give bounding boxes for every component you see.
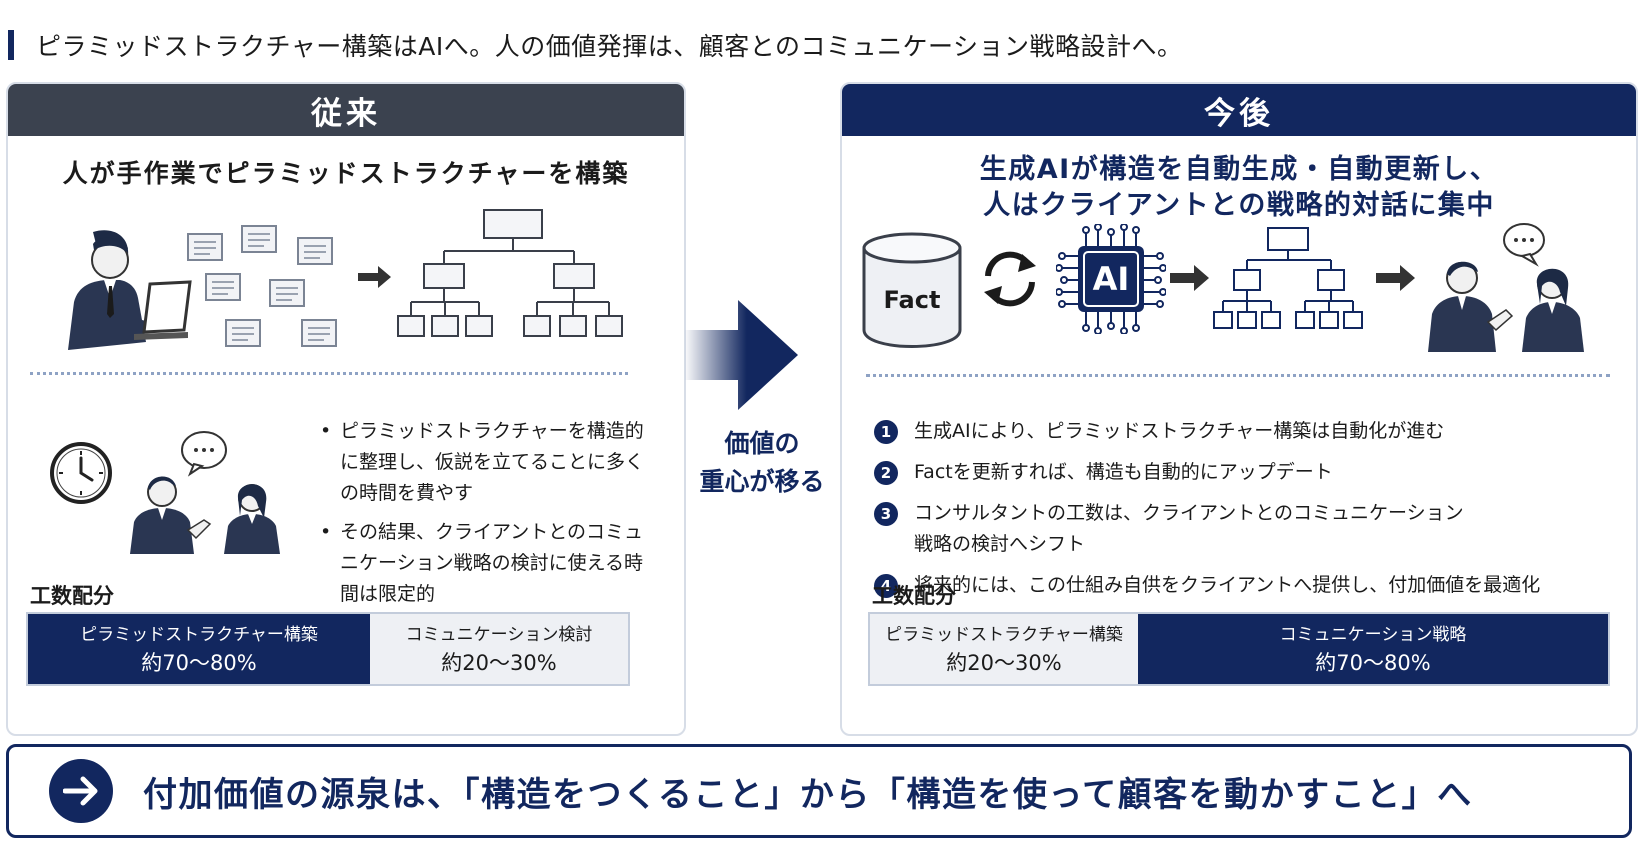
shift-label-line1: 価値の xyxy=(724,429,800,458)
point-number-badge: 4 xyxy=(874,574,898,598)
arrow-right-icon xyxy=(358,266,391,288)
traditional-alloc-communication: コミュニケーション検討 約20〜30% xyxy=(370,614,628,684)
traditional-bullet-list: ピラミッドストラクチャーを構造的に整理し、仮説を立てることに多くの時間を費やす … xyxy=(320,416,660,618)
arrow-right-icon xyxy=(1170,265,1209,291)
clock-icon xyxy=(50,442,112,504)
future-panel-title: 今後 xyxy=(842,84,1636,136)
traditional-bullet: その結果、クライアントとのコミュニケーション戦略の検討に使える時間は限定的 xyxy=(320,517,660,610)
future-panel: 今後 生成AIが構造を自動生成・自動更新し、 人はクライアントとの戦略的対話に集… xyxy=(840,82,1638,736)
future-subtitle-line1: 生成AIが構造を自動生成・自動更新し、 xyxy=(979,154,1499,185)
future-point: 3 コンサルタントの工数は、クライアントとのコミュニケーション戦略の検討へシフト xyxy=(874,498,1474,560)
traditional-alloc-bar: ピラミッドストラクチャー構築 約70〜80% コミュニケーション検討 約20〜3… xyxy=(26,612,630,686)
alloc-seg-label: コミュニケーション検討 xyxy=(405,625,593,645)
traditional-divider xyxy=(30,372,628,375)
alloc-seg-label: ピラミッドストラクチャー構築 xyxy=(80,625,318,645)
future-point: 4 将来的には、この仕組み自供をクライアントへ提供し、付加価値を最適化 xyxy=(874,570,1614,601)
point-number-badge: 3 xyxy=(874,502,898,526)
shift-arrow-icon xyxy=(684,300,798,410)
point-text: 将来的には、この仕組み自供をクライアントへ提供し、付加価値を最適化 xyxy=(914,574,1541,596)
database-icon: Fact xyxy=(860,230,964,350)
refresh-cycle-icon xyxy=(984,251,1036,307)
arrow-right-icon xyxy=(1376,265,1415,291)
alloc-seg-pct: 約20〜30% xyxy=(946,651,1062,675)
shift-label: 価値の 重心が移る xyxy=(684,425,840,501)
future-alloc-communication: コミュニケーション戦略 約70〜80% xyxy=(1138,614,1608,684)
conclusion-banner: 付加価値の源泉は、「構造をつくること」から「構造を使って顧客を動かすこと」へ xyxy=(6,744,1632,838)
shift-label-line2: 重心が移る xyxy=(699,467,825,496)
alloc-seg-pct: 約70〜80% xyxy=(141,651,257,675)
traditional-panel-title: 従来 xyxy=(8,84,684,136)
future-alloc-structure: ピラミッドストラクチャー構築 約20〜30% xyxy=(870,614,1138,684)
future-subtitle: 生成AIが構造を自動生成・自動更新し、 人はクライアントとの戦略的対話に集中 xyxy=(842,152,1636,224)
traditional-subtitle: 人が手作業でピラミッドストラクチャーを構築 xyxy=(62,159,630,188)
future-point: 2 Factを更新すれば、構造も自動的にアップデート xyxy=(874,457,1614,488)
headline: ピラミッドストラクチャー構築はAIへ。人の価値発揮は、顧客とのコミュニケーション… xyxy=(8,30,1183,61)
alloc-seg-label: コミュニケーション戦略 xyxy=(1279,625,1467,645)
pyramid-tree-icon xyxy=(1213,227,1363,329)
traditional-alloc-structure: ピラミッドストラクチャー構築 約70〜80% xyxy=(28,614,370,684)
alloc-seg-label: ピラミッドストラクチャー構築 xyxy=(885,625,1123,645)
future-alloc-bar: ピラミッドストラクチャー構築 約20〜30% コミュニケーション戦略 約70〜8… xyxy=(868,612,1610,686)
ai-label: AI xyxy=(1092,260,1130,298)
future-point: 1 生成AIにより、ピラミッドストラクチャー構築は自動化が進む xyxy=(874,416,1614,447)
worker-laptop-icon xyxy=(68,230,192,350)
traditional-bullet: ピラミッドストラクチャーを構造的に整理し、仮説を立てることに多くの時間を費やす xyxy=(320,416,660,509)
conclusion-text: 付加価値の源泉は、「構造をつくること」から「構造を使って顧客を動かすこと」へ xyxy=(143,774,1473,815)
alloc-seg-pct: 約20〜30% xyxy=(441,651,557,675)
pyramid-tree-icon xyxy=(397,209,623,337)
arrow-circle-icon xyxy=(49,759,113,823)
future-divider xyxy=(866,374,1610,377)
future-alloc-label: 工数配分 xyxy=(872,584,956,608)
point-text: コンサルタントの工数は、クライアントとのコミュニケーション戦略の検討へシフト xyxy=(914,502,1464,555)
headline-accent-bar xyxy=(8,30,14,60)
fact-label: Fact xyxy=(883,286,941,314)
ai-chip-icon: AI xyxy=(1056,224,1166,334)
headline-text: ピラミッドストラクチャー構築はAIへ。人の価値発揮は、顧客とのコミュニケーション… xyxy=(36,32,1183,61)
future-point-list: 1 生成AIにより、ピラミッドストラクチャー構築は自動化が進む 2 Factを更… xyxy=(874,416,1614,611)
discussion-icon xyxy=(130,431,280,554)
traditional-panel: 従来 人が手作業でピラミッドストラクチャーを構築 xyxy=(6,82,686,736)
point-number-badge: 2 xyxy=(874,461,898,485)
future-subtitle-line2: 人はクライアントとの戦略的対話に集中 xyxy=(983,190,1495,221)
point-number-badge: 1 xyxy=(874,420,898,444)
traditional-alloc-label: 工数配分 xyxy=(30,584,114,608)
alloc-seg-pct: 約70〜80% xyxy=(1315,651,1431,675)
point-text: Factを更新すれば、構造も自動的にアップデート xyxy=(914,461,1333,483)
point-text: 生成AIにより、ピラミッドストラクチャー構築は自動化が進む xyxy=(914,420,1445,442)
discussion-icon xyxy=(1428,223,1584,352)
